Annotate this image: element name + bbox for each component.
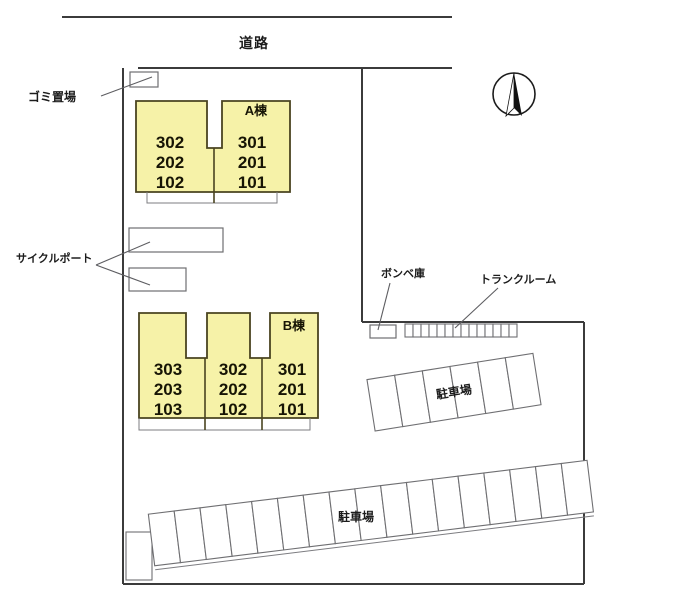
unit-a-102: 102 — [156, 173, 184, 192]
building-b-approach — [138, 418, 311, 431]
trunk-room-cell — [468, 323, 478, 338]
unit-a-202: 202 — [156, 153, 184, 172]
road-area: 道路 — [62, 16, 452, 69]
trunk-room-leader-line — [454, 287, 499, 329]
parking-lower: 駐車場 — [125, 459, 595, 581]
building-a-footprint — [135, 100, 291, 193]
unit-a-101: 101 — [238, 173, 266, 192]
trunk-room-cell — [508, 323, 518, 338]
site-boundary — [122, 68, 585, 585]
trunk-room-cell — [420, 323, 430, 338]
bombe-store-box — [369, 324, 397, 339]
bombe-label: ボンベ庫 — [381, 266, 425, 280]
trunk-room-label: トランクルーム — [480, 273, 556, 286]
building-a-approach — [146, 192, 278, 204]
unit-a-301: 301 — [238, 133, 266, 152]
building-a-name: A棟 — [245, 103, 268, 118]
cycleport-leader-north — [95, 241, 151, 266]
north-arrow-icon — [492, 72, 536, 118]
trunk-room-cell — [404, 323, 414, 338]
trunk-room-group: トランクルーム — [404, 273, 556, 338]
trunk-room-cell — [476, 323, 486, 338]
trunk-room-cell — [492, 323, 502, 338]
cycleport-leader-south — [95, 264, 151, 286]
trunk-room-cell — [500, 323, 510, 338]
trunk-room-cell — [412, 323, 422, 338]
parking-stall-end — [125, 531, 153, 581]
unit-b-301: 301 — [278, 360, 306, 379]
unit-a-201: 201 — [238, 153, 266, 172]
trunk-room-cell — [460, 323, 470, 338]
parking-upper-label: 駐車場 — [435, 381, 473, 401]
refuse-area: ゴミ置場 — [28, 71, 159, 104]
unit-b-303: 303 — [154, 360, 182, 379]
cycleport-group: サイクルポート — [16, 227, 224, 292]
cycleport-label: サイクルポート — [16, 251, 92, 265]
trunk-room-cell — [444, 323, 454, 338]
unit-b-102: 102 — [219, 400, 247, 419]
trunk-room-cell — [428, 323, 438, 338]
unit-b-203: 203 — [154, 380, 182, 399]
building-b-footprint — [138, 312, 319, 419]
unit-a-302: 302 — [156, 133, 184, 152]
parking-lower-label: 駐車場 — [338, 509, 374, 524]
road-label: 道路 — [239, 35, 269, 51]
cycleport-south — [128, 267, 187, 292]
parking-lower-aisle — [155, 515, 594, 571]
building-b-name: B棟 — [283, 318, 306, 333]
trunk-room-cell — [484, 323, 494, 338]
bombe-leader-line — [377, 282, 391, 331]
parking-upper: 駐車場 — [366, 352, 542, 432]
parking-stall — [560, 459, 595, 516]
unit-b-302: 302 — [219, 360, 247, 379]
unit-b-202: 202 — [219, 380, 247, 399]
unit-b-103: 103 — [154, 400, 182, 419]
unit-b-101: 101 — [278, 400, 306, 419]
trunk-room-cell — [436, 323, 446, 338]
parking-stall — [504, 352, 542, 410]
unit-b-201: 201 — [278, 380, 306, 399]
building-b: B棟 303 203 103 302 202 102 301 201 101 — [138, 312, 319, 431]
bombe-store-group: ボンベ庫 — [369, 266, 425, 339]
refuse-leader-line — [100, 76, 153, 97]
trunk-room-cells — [404, 323, 518, 338]
building-a: A棟 302 202 102 301 201 101 — [135, 100, 291, 204]
cycleport-north — [128, 227, 224, 253]
refuse-label: ゴミ置場 — [28, 89, 76, 104]
